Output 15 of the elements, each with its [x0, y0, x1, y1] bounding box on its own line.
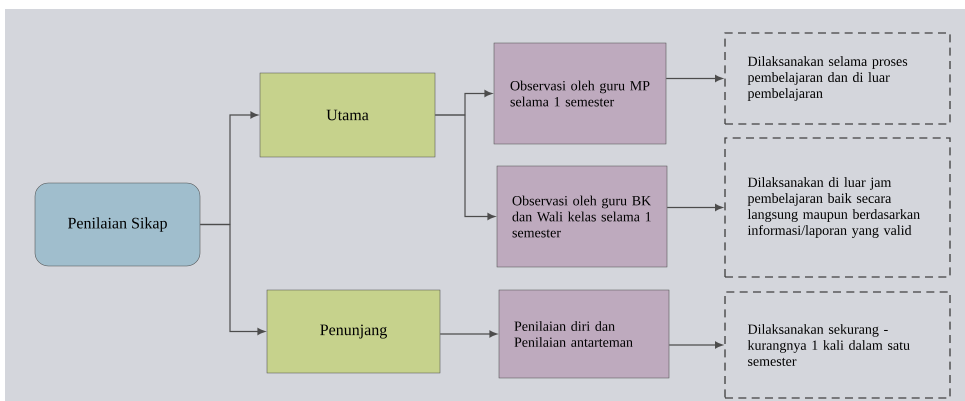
note-box: Dilaksanakan di luar jam pembelajaran baik secara langsung maupun berdasarkan informasi/laporan yang valid: [724, 137, 951, 278]
process-box: Penunjang: [266, 290, 440, 374]
note-box: Dilaksanakan selama proses pembelajaran dan di luar pembelajaran: [724, 32, 951, 125]
process-box: Penilaian diri dan Penilaian antarteman: [498, 290, 670, 378]
arrow: [669, 342, 723, 348]
rounded-box: Penilaian Sikap: [34, 182, 200, 266]
process-box: Utama: [260, 72, 436, 158]
process-box: Observasi oleh guru MP selama 1 semester: [494, 42, 666, 144]
note-box: Dilaksanakan sekurang -kurangnya 1 kali dalam satu semester: [724, 291, 951, 399]
arrow: [435, 114, 496, 220]
arrow: [667, 204, 723, 211]
process-box: Observasi oleh guru BK dan Wali kelas selama 1 semester: [496, 166, 668, 268]
arrow: [200, 224, 266, 335]
arrow: [440, 330, 498, 338]
arrow: [666, 75, 723, 82]
